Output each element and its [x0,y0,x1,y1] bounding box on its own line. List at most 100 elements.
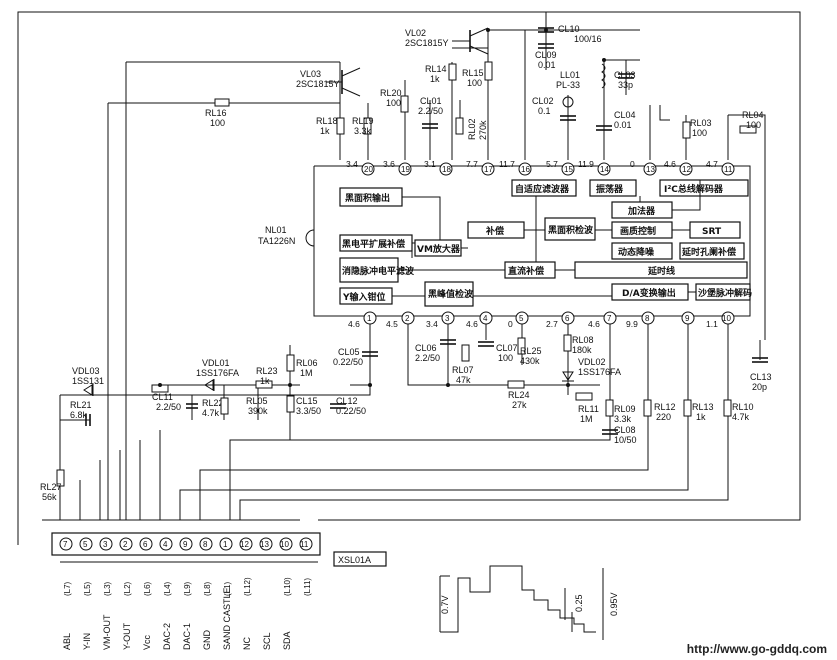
svg-text:1.1: 1.1 [706,319,718,329]
svg-text:画质控制: 画质控制 [620,225,656,237]
svg-text:3.4: 3.4 [346,159,358,169]
svg-text:CL15: CL15 [296,396,318,406]
connector-ref: XSL01A [338,555,371,565]
svg-text:3.1: 3.1 [424,159,436,169]
svg-text:I²C总线解码器: I²C总线解码器 [664,183,724,195]
svg-text:4.7k: 4.7k [732,412,750,422]
svg-text:4: 4 [483,314,488,323]
vl03-part: 2SC1815Y [296,79,340,89]
svg-text:CL01: CL01 [420,96,442,106]
svg-text:延时线: 延时线 [647,265,675,277]
svg-text:(L4): (L4) [163,581,172,596]
svg-text:RL03: RL03 [690,118,712,128]
svg-text:4.6: 4.6 [348,319,360,329]
svg-text:13: 13 [646,165,655,174]
svg-text:加法器: 加法器 [627,205,656,217]
svg-text:7: 7 [607,314,612,323]
svg-text:4.5: 4.5 [386,319,398,329]
svg-text:2: 2 [123,540,128,549]
svg-text:100: 100 [386,98,401,108]
svg-text:11.9: 11.9 [578,159,594,169]
svg-text:4: 4 [163,540,168,549]
svg-text:RL06: RL06 [296,358,318,368]
vl02-ref: VL02 [405,28,426,38]
svg-text:(L8): (L8) [203,581,212,596]
top-components: RL16 100 RL14 1k RL15 100 RL20 100 RL18 … [205,24,764,140]
svg-text:1M: 1M [580,414,593,424]
svg-text:RL08: RL08 [572,335,594,345]
svg-text:消隐脉冲电平滤波: 消隐脉冲电平滤波 [342,265,415,277]
svg-text:黑峰值检波: 黑峰值检波 [428,288,474,300]
svg-text:47k: 47k [456,375,471,385]
svg-text:直流补偿: 直流补偿 [508,265,544,277]
svg-text:27k: 27k [512,400,527,410]
svg-text:1SS176FA: 1SS176FA [196,368,239,378]
svg-text:3.6: 3.6 [383,159,395,169]
svg-text:0.01: 0.01 [614,120,632,130]
svg-text:(L2): (L2) [123,581,132,596]
svg-text:动态降噪: 动态降噪 [618,246,655,258]
svg-text:Y输入钳位: Y输入钳位 [342,291,386,303]
svg-text:Vcc: Vcc [142,634,152,650]
svg-text:0.1: 0.1 [538,106,551,116]
svg-text:12: 12 [682,165,691,174]
svg-text:SRT: SRT [702,227,722,237]
svg-text:RL18: RL18 [316,116,338,126]
svg-text:5.7: 5.7 [546,159,558,169]
svg-text:6.8k: 6.8k [70,410,88,420]
svg-text:11.7: 11.7 [499,159,515,169]
svg-text:20: 20 [364,165,373,174]
svg-text:56k: 56k [42,492,57,502]
svg-text:VM-OUT: VM-OUT [102,614,112,650]
svg-text:20p: 20p [752,382,767,392]
svg-text:3: 3 [103,540,108,549]
svg-text:ABL: ABL [62,633,72,650]
svg-text:RL11: RL11 [578,404,599,414]
svg-text:180k: 180k [572,345,592,355]
svg-text:2.2/50: 2.2/50 [418,106,443,116]
svg-text:6: 6 [143,540,148,549]
svg-text:0: 0 [508,319,513,329]
svg-text:5: 5 [83,540,88,549]
svg-text:1SS131: 1SS131 [72,376,104,386]
svg-text:GND: GND [202,630,212,651]
svg-text:SDA: SDA [282,631,292,650]
svg-text:1k: 1k [320,126,330,136]
svg-text:自适应滤波器: 自适应滤波器 [515,183,570,195]
svg-text:4.6: 4.6 [466,319,478,329]
ic-bottom-pins: 14.6 24.5 33.4 44.6 50 62.7 74.6 89.9 9 … [348,311,735,329]
svg-text:RL22: RL22 [202,398,224,408]
svg-text:RL02: RL02 [467,118,477,140]
svg-text:11: 11 [724,165,733,174]
svg-text:Y-OUT: Y-OUT [122,622,132,650]
svg-text:13: 13 [260,540,269,549]
svg-text:(L10): (L10) [283,577,292,596]
svg-text:3.3/50: 3.3/50 [296,406,321,416]
svg-text:(L11): (L11) [303,578,312,596]
svg-text:RL05: RL05 [246,396,268,406]
svg-text:0.7V: 0.7V [440,595,450,614]
svg-text:RL10: RL10 [732,402,754,412]
svg-text:补偿: 补偿 [485,225,504,237]
svg-text:9: 9 [685,314,690,323]
vl02-part: 2SC1815Y [405,38,449,48]
svg-text:黑电平扩展补偿: 黑电平扩展补偿 [342,238,405,250]
svg-text:10: 10 [722,314,731,323]
svg-text:RL24: RL24 [508,390,530,400]
svg-text:CL04: CL04 [614,110,636,120]
svg-text:RL27: RL27 [40,482,62,492]
svg-text:CL03: CL03 [614,70,636,80]
svg-text:(L9): (L9) [183,581,192,596]
svg-text:DAC-1: DAC-1 [182,623,192,650]
svg-text:LL01: LL01 [560,70,580,80]
svg-text:11: 11 [300,540,309,549]
svg-text:RL13: RL13 [692,402,714,412]
svg-text:延时孔阑补偿: 延时孔阑补偿 [681,246,736,258]
svg-text:3.3k: 3.3k [354,126,372,136]
svg-text:VDL01: VDL01 [202,358,230,368]
svg-text:2: 2 [405,314,410,323]
svg-text:沙堡脉冲解码: 沙堡脉冲解码 [698,287,752,299]
svg-text:RL20: RL20 [380,88,402,98]
connector-xsl01a: 7 5 3 2 6 4 9 8 1 12 13 10 11 XSL01A ABL… [51,532,387,651]
